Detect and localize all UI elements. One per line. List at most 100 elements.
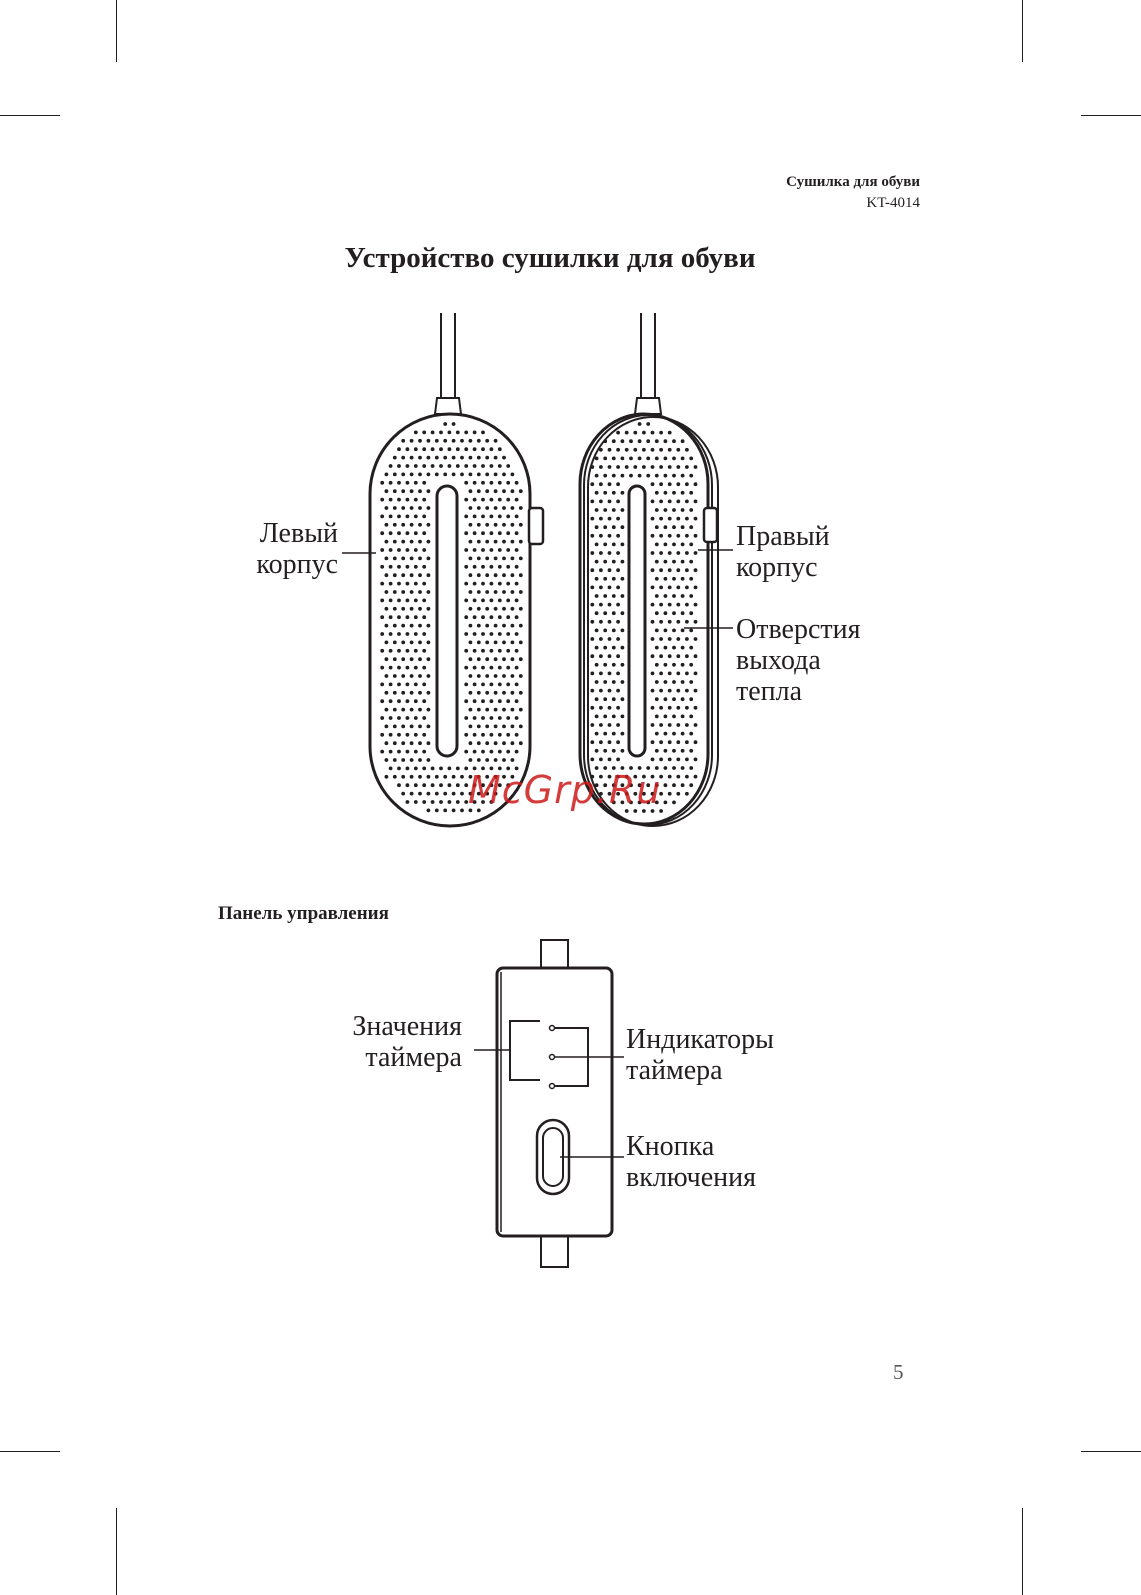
vent-hole bbox=[385, 573, 389, 577]
vent-hole bbox=[401, 439, 405, 443]
vent-hole bbox=[685, 654, 689, 658]
vent-hole bbox=[659, 723, 663, 727]
vent-hole bbox=[672, 801, 676, 805]
vent-hole bbox=[599, 568, 603, 572]
vent-hole bbox=[689, 508, 693, 512]
vent-hole bbox=[515, 565, 519, 569]
vent-hole bbox=[676, 551, 680, 555]
vent-hole bbox=[621, 732, 625, 736]
vent-hole bbox=[515, 666, 519, 670]
vent-hole bbox=[498, 716, 502, 720]
vent-hole bbox=[473, 498, 477, 502]
vent-hole bbox=[485, 506, 489, 510]
vent-hole bbox=[380, 699, 384, 703]
vent-hole bbox=[422, 649, 426, 653]
vent-hole bbox=[385, 674, 389, 678]
vent-hole bbox=[655, 697, 659, 701]
vent-hole bbox=[664, 594, 668, 598]
vent-hole bbox=[515, 632, 519, 636]
vent-hole bbox=[633, 431, 637, 435]
vent-hole bbox=[481, 498, 485, 502]
vent-hole bbox=[401, 456, 405, 460]
vent-hole bbox=[506, 481, 510, 485]
vent-hole bbox=[389, 531, 393, 535]
vent-hole bbox=[414, 733, 418, 737]
vent-hole bbox=[469, 674, 473, 678]
vent-hole bbox=[612, 646, 616, 650]
vent-hole bbox=[664, 611, 668, 615]
vent-hole bbox=[668, 568, 672, 572]
vent-hole bbox=[410, 758, 414, 762]
vent-hole bbox=[452, 809, 456, 813]
vent-hole bbox=[676, 517, 680, 521]
vent-hole bbox=[452, 792, 456, 796]
vent-hole bbox=[485, 540, 489, 544]
vent-hole bbox=[511, 657, 515, 661]
vent-hole bbox=[612, 680, 616, 684]
vent-hole bbox=[681, 663, 685, 667]
vent-hole bbox=[616, 551, 620, 555]
vent-hole bbox=[397, 498, 401, 502]
vent-hole bbox=[685, 792, 689, 796]
vent-hole bbox=[685, 620, 689, 624]
vent-hole bbox=[668, 431, 672, 435]
vent-hole bbox=[694, 672, 698, 676]
vent-hole bbox=[681, 732, 685, 736]
vent-hole bbox=[603, 611, 607, 615]
vent-hole bbox=[668, 586, 672, 590]
vent-hole bbox=[515, 498, 519, 502]
vent-hole bbox=[676, 465, 680, 469]
vent-hole bbox=[393, 473, 397, 477]
vent-hole bbox=[655, 525, 659, 529]
vent-hole bbox=[590, 620, 594, 624]
vent-hole bbox=[427, 473, 431, 477]
vent-hole bbox=[473, 464, 477, 468]
vent-hole bbox=[460, 809, 464, 813]
vent-hole bbox=[603, 697, 607, 701]
vent-hole bbox=[608, 706, 612, 710]
vent-hole bbox=[612, 560, 616, 564]
vent-hole bbox=[490, 599, 494, 603]
vent-hole bbox=[616, 431, 620, 435]
vent-hole bbox=[689, 629, 693, 633]
vent-hole bbox=[427, 456, 431, 460]
vent-hole bbox=[473, 531, 477, 535]
vent-hole bbox=[625, 431, 629, 435]
vent-hole bbox=[685, 775, 689, 779]
vent-hole bbox=[393, 624, 397, 628]
vent-hole bbox=[410, 775, 414, 779]
vent-hole bbox=[385, 489, 389, 493]
vent-hole bbox=[608, 534, 612, 538]
vent-hole bbox=[380, 716, 384, 720]
vent-hole bbox=[651, 689, 655, 693]
vent-hole bbox=[519, 557, 523, 561]
vent-hole bbox=[469, 489, 473, 493]
vent-hole bbox=[389, 565, 393, 569]
vent-hole bbox=[435, 775, 439, 779]
vent-hole bbox=[642, 465, 646, 469]
vent-hole bbox=[406, 716, 410, 720]
timer-indicator-led bbox=[550, 1055, 555, 1060]
label-timer-values: Значения таймера bbox=[352, 1011, 462, 1073]
vent-hole bbox=[477, 456, 481, 460]
vent-hole bbox=[397, 515, 401, 519]
vent-hole bbox=[621, 715, 625, 719]
vent-hole bbox=[393, 691, 397, 695]
vent-hole bbox=[676, 672, 680, 676]
vent-hole bbox=[473, 481, 477, 485]
vent-hole bbox=[502, 691, 506, 695]
vent-hole bbox=[694, 775, 698, 779]
vent-hole bbox=[494, 657, 498, 661]
vent-hole bbox=[469, 758, 473, 762]
vent-hole bbox=[406, 531, 410, 535]
vent-hole bbox=[477, 725, 481, 729]
vent-hole bbox=[393, 725, 397, 729]
vent-hole bbox=[494, 540, 498, 544]
section-title-control-panel: Панель управления bbox=[218, 903, 389, 925]
vent-hole bbox=[439, 464, 443, 468]
vent-hole bbox=[515, 733, 519, 737]
vent-hole bbox=[494, 506, 498, 510]
vent-hole bbox=[385, 641, 389, 645]
vent-hole bbox=[655, 560, 659, 564]
vent-hole bbox=[672, 646, 676, 650]
